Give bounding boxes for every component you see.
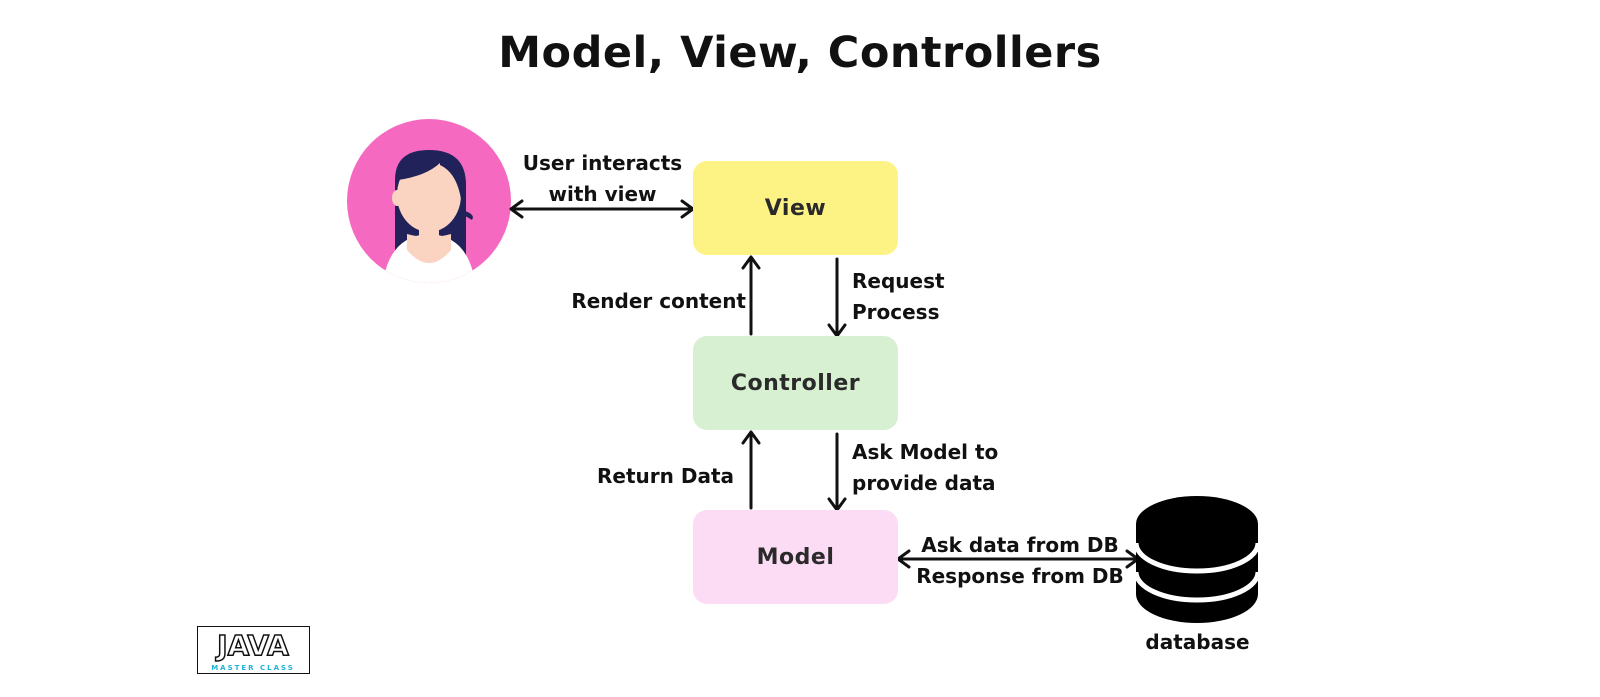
database-icon [1133,496,1261,623]
label-db-exchange: Ask data from DB Response from DB [916,533,1124,588]
label-render-content: Render content [571,289,746,313]
java-master-class-logo: JAVA MASTER CLASS [197,626,310,674]
database-label: database [1145,630,1250,654]
label-ask-model: Ask Model to provide data [852,440,999,495]
user-avatar-icon [347,119,511,283]
label-user-interacts: User interacts with view [522,151,683,206]
arrow-model-to-controller [741,430,761,510]
diagram-title: Model, View, Controllers [498,28,1102,78]
logo-word: JAVA [216,628,289,663]
label-return-data: Return Data [597,464,734,488]
controller-box: Controller [693,336,898,430]
model-box-label: Model [756,544,835,570]
arrow-view-to-controller [827,257,847,338]
controller-box-label: Controller [730,370,861,396]
arrow-controller-to-view [741,255,761,336]
label-request-process: Request Process [852,269,945,324]
arrow-controller-to-model [827,432,847,512]
logo-subtitle: MASTER CLASS [211,664,295,672]
view-box-label: View [764,195,827,221]
view-box: View [693,161,898,255]
model-box: Model [693,510,898,604]
